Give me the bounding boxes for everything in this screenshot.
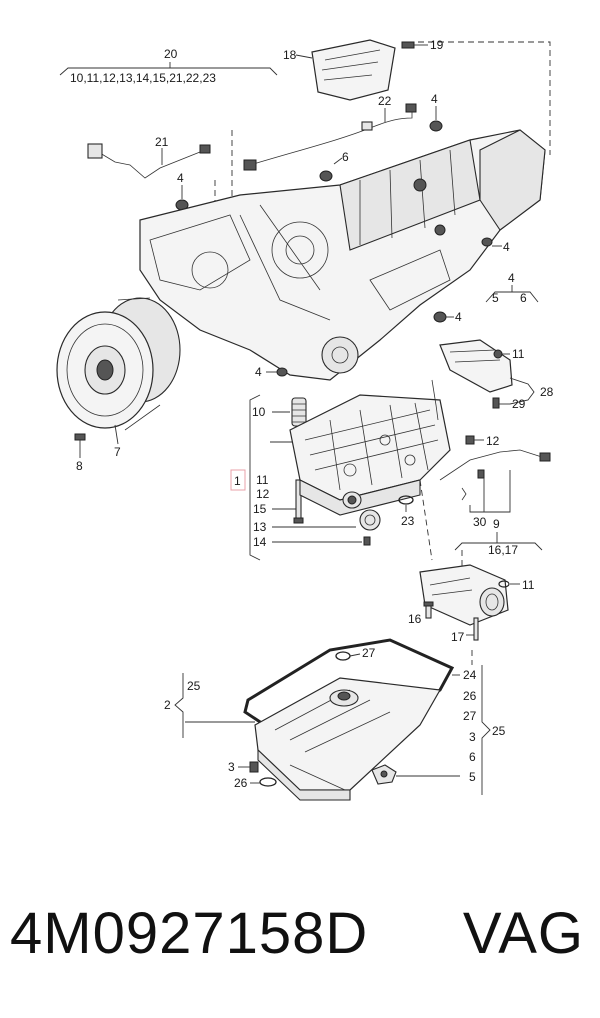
callout-27b: 27	[463, 709, 477, 723]
part-caption: 4M0927158D VAG	[10, 900, 590, 980]
callout-7: 7	[114, 445, 121, 459]
callout-18: 18	[283, 48, 297, 62]
callout-13: 13	[253, 520, 267, 534]
callout-12a: 12	[256, 487, 270, 501]
callout-26a: 26	[234, 776, 248, 790]
callout-4c: 4	[503, 240, 510, 254]
callout-2: 2	[164, 698, 171, 712]
part-30-harness: 30	[439, 449, 551, 529]
callout-16-17: 16,17	[488, 543, 518, 557]
part-27-oring-a: 27	[335, 646, 376, 661]
callout-4d-5: 5	[492, 291, 499, 305]
callout-30: 30	[473, 515, 487, 529]
part-28-module: 11 28 29	[439, 339, 554, 411]
callout-28: 28	[540, 385, 554, 399]
valve-body	[289, 379, 451, 516]
part-15-bolt	[293, 479, 304, 524]
callout-29: 29	[512, 397, 526, 411]
callout-11a: 11	[512, 347, 525, 361]
part-17-bolt: 17	[451, 617, 479, 644]
callout-25a: 25	[187, 679, 201, 693]
part-3-bolt: 3	[228, 760, 259, 774]
brand-name: VAG	[462, 901, 584, 966]
callout-5: 5	[469, 770, 476, 784]
callout-11c: 11	[522, 578, 535, 592]
callout-23: 23	[401, 514, 415, 528]
bracket-20	[59, 67, 278, 76]
part-12-bolt: 12	[465, 434, 500, 448]
callout-25b: 25	[492, 724, 506, 738]
callout-1-highlight	[230, 469, 246, 491]
dashed-guide-top	[418, 41, 551, 155]
callout-4f: 4	[255, 365, 262, 379]
callout-1: 1	[234, 474, 241, 488]
callout-27a: 27	[362, 646, 376, 660]
callout-4e: 4	[455, 310, 462, 324]
part-4-plug-a: 4	[429, 92, 443, 132]
part-oil-pan	[254, 677, 441, 801]
callout-16: 16	[408, 612, 422, 626]
part-14-screw	[363, 536, 371, 546]
callout-12b: 12	[486, 434, 500, 448]
callout-group-20: 20 10,11,12,13,14,15,21,22,23	[59, 47, 278, 85]
part-5-drain-plug	[371, 764, 460, 785]
callout-10: 10	[252, 405, 266, 419]
part-18-cover: 18	[283, 39, 396, 101]
part-22-cable: 22	[243, 94, 417, 171]
callout-group-4d: 4 5 6	[485, 271, 539, 305]
part-6-plug-a: 6	[319, 150, 349, 182]
callout-17: 17	[451, 630, 465, 644]
callout-26b: 26	[463, 689, 477, 703]
part-4-plug-b: 4	[175, 171, 189, 211]
callout-9: 9	[493, 517, 500, 531]
callout-8: 8	[76, 459, 83, 473]
callout-group-2: 25 2	[164, 673, 255, 738]
callout-group-25: 24 26 27 3 6 5 25	[452, 650, 506, 795]
callout-4d-6: 6	[520, 291, 527, 305]
part-4-plug-f: 4	[255, 365, 288, 379]
callout-4a: 4	[431, 92, 438, 106]
part-4-plug-c: 4	[481, 237, 510, 254]
callout-6a: 6	[342, 150, 349, 164]
callout-14: 14	[253, 535, 267, 549]
part-number: 4M0927158D	[10, 901, 369, 966]
callout-6b: 6	[469, 750, 476, 764]
callout-4b: 4	[177, 171, 184, 185]
callout-19: 19	[430, 38, 444, 52]
valve-body-bracket: 10 1 11 12 15 13 14	[230, 394, 362, 561]
part-7-flywheel: 7	[56, 297, 181, 459]
callout-4d: 4	[508, 271, 515, 285]
callout-15: 15	[253, 502, 267, 516]
part-9-module: 11	[419, 564, 535, 626]
part-19-bolt: 19	[401, 38, 444, 52]
callout-3b: 3	[469, 730, 476, 744]
part-23-oring: 23	[398, 495, 415, 528]
transmission-housing	[139, 129, 546, 381]
callout-22: 22	[378, 94, 392, 108]
callout-20-list: 10,11,12,13,14,15,21,22,23	[70, 71, 216, 85]
part-8-bolt: 8	[74, 433, 86, 473]
callout-3a: 3	[228, 760, 235, 774]
part-4-plug-e: 4	[433, 310, 462, 324]
part-21-harness: 21	[87, 135, 211, 179]
part-26-oring: 26	[234, 776, 277, 790]
callout-20: 20	[164, 47, 178, 61]
callout-group-9: 9 16,17	[454, 517, 543, 575]
part-13-filter	[359, 509, 381, 531]
callout-11b: 11	[256, 473, 269, 487]
part-10-spring	[291, 397, 307, 427]
part-16-bolt: 16	[408, 601, 434, 626]
callout-24: 24	[463, 668, 477, 682]
callout-21: 21	[155, 135, 169, 149]
